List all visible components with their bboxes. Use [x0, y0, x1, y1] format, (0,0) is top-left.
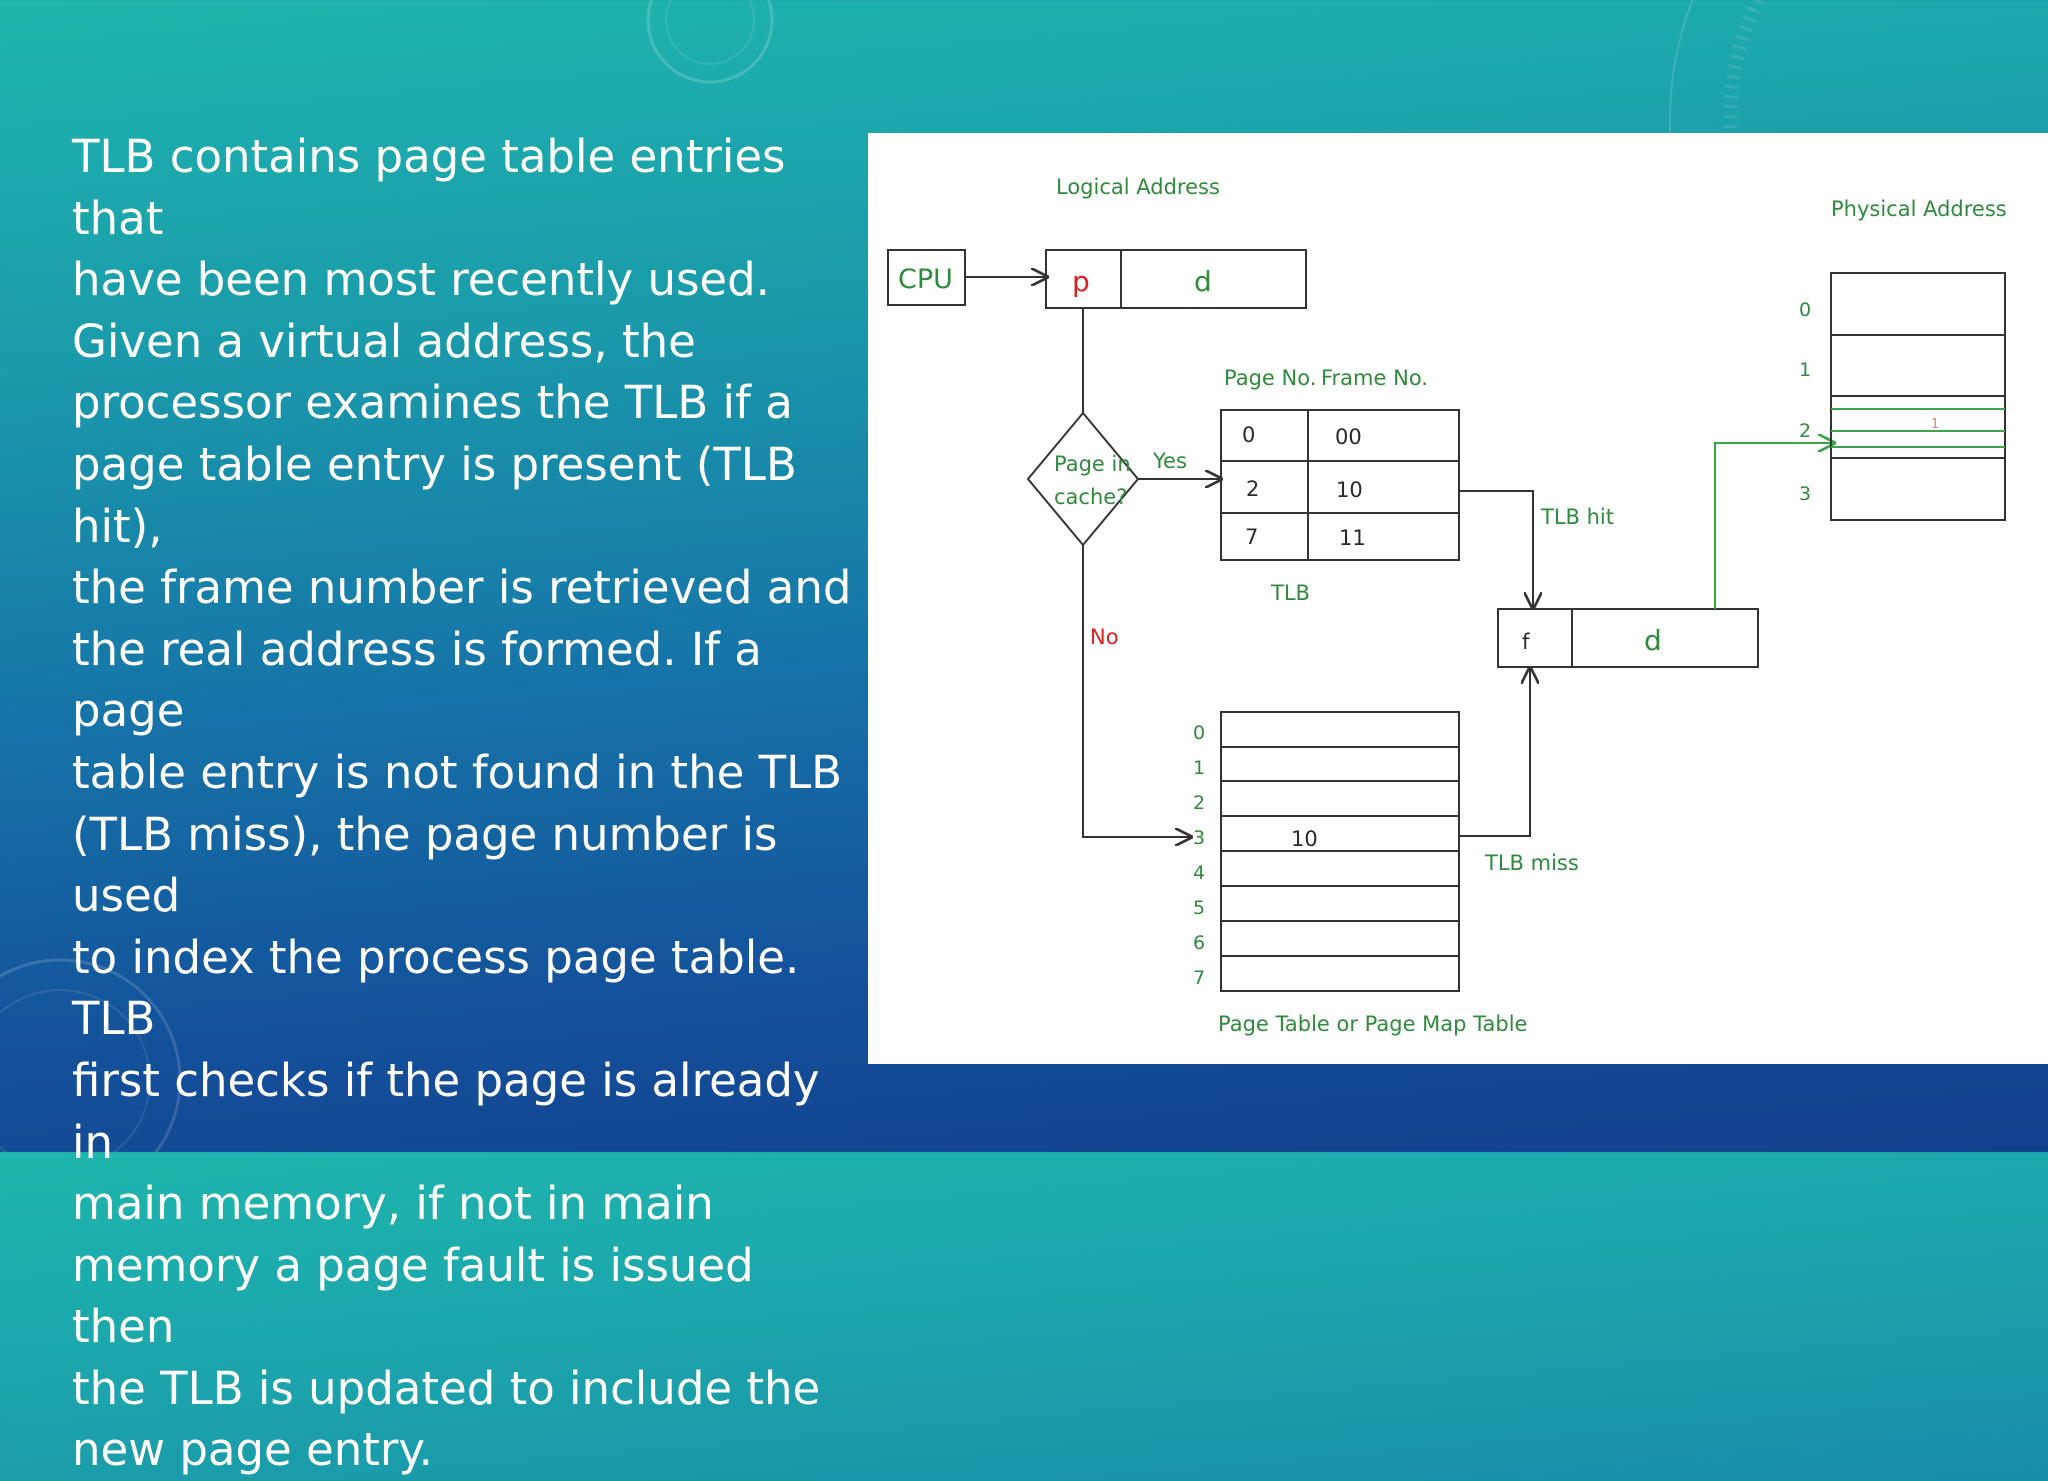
- page-table-value: 10: [1291, 827, 1318, 851]
- tlb-row-0-page: 0: [1242, 423, 1255, 447]
- page-table-index-1: 1: [1193, 757, 1205, 779]
- tlb-diagram: Logical Address Physical Address CPU p d…: [887, 175, 2007, 1036]
- memory-index-0: 0: [1799, 299, 1811, 321]
- tlb-row-1-page: 2: [1246, 477, 1259, 501]
- page-table-index-2: 2: [1193, 792, 1205, 814]
- page-table-index-4: 4: [1193, 862, 1205, 884]
- yes-label: Yes: [1152, 449, 1187, 473]
- memory-index-2: 2: [1799, 420, 1811, 442]
- tlb-table: [1220, 409, 1460, 561]
- decision-line2: cache?: [1054, 485, 1127, 509]
- tlb-row-1-frame: 10: [1336, 478, 1363, 502]
- tlb-header-page: Page No.: [1224, 366, 1316, 390]
- logical-offset-d: d: [1194, 265, 1212, 298]
- tlb-label: TLB: [1270, 581, 1310, 605]
- physical-frame-f: f: [1522, 630, 1530, 654]
- to-memory-arrow: [1714, 443, 1834, 609]
- decision-line1: Page in: [1054, 452, 1131, 476]
- decision-diamond: [1026, 411, 1140, 547]
- tlb-miss-arrow: [1459, 668, 1530, 837]
- cpu-label: CPU: [898, 264, 953, 295]
- page-table-index-7: 7: [1193, 967, 1205, 989]
- page-table-label: Page Table or Page Map Table: [1218, 1012, 1527, 1036]
- logical-address-box: [1045, 249, 1307, 309]
- tlb-miss-label: TLB miss: [1484, 851, 1579, 875]
- tlb-diagram-panel: Logical Address Physical Address CPU p d…: [868, 133, 2048, 1064]
- tlb-row-2-frame: 11: [1339, 526, 1366, 550]
- no-arrow: [1082, 545, 1191, 837]
- logical-address-label: Logical Address: [1056, 175, 1220, 199]
- tlb-row-2-page: 7: [1245, 525, 1258, 549]
- memory-index-3: 3: [1799, 483, 1811, 505]
- tlb-hit-arrow: [1459, 490, 1533, 608]
- logical-page-p: p: [1072, 265, 1090, 298]
- physical-offset-d: d: [1644, 624, 1662, 657]
- page-table-index-0: 0: [1193, 722, 1205, 744]
- slide-body-text: TLB contains page table entries that hav…: [72, 130, 852, 1477]
- memory-index-1: 1: [1799, 359, 1811, 381]
- memory-marker: 1: [1931, 417, 1939, 432]
- tlb-row-0-frame: 00: [1335, 425, 1362, 449]
- physical-address-box: [1497, 608, 1759, 668]
- tlb-hit-label: TLB hit: [1540, 505, 1614, 529]
- physical-address-label: Physical Address: [1831, 197, 2007, 221]
- page-table-index-3: 3: [1193, 827, 1205, 849]
- page-table-index-6: 6: [1193, 932, 1205, 954]
- no-label: No: [1090, 625, 1119, 649]
- tlb-header-frame: Frame No.: [1321, 366, 1428, 390]
- page-table-index-5: 5: [1193, 897, 1205, 919]
